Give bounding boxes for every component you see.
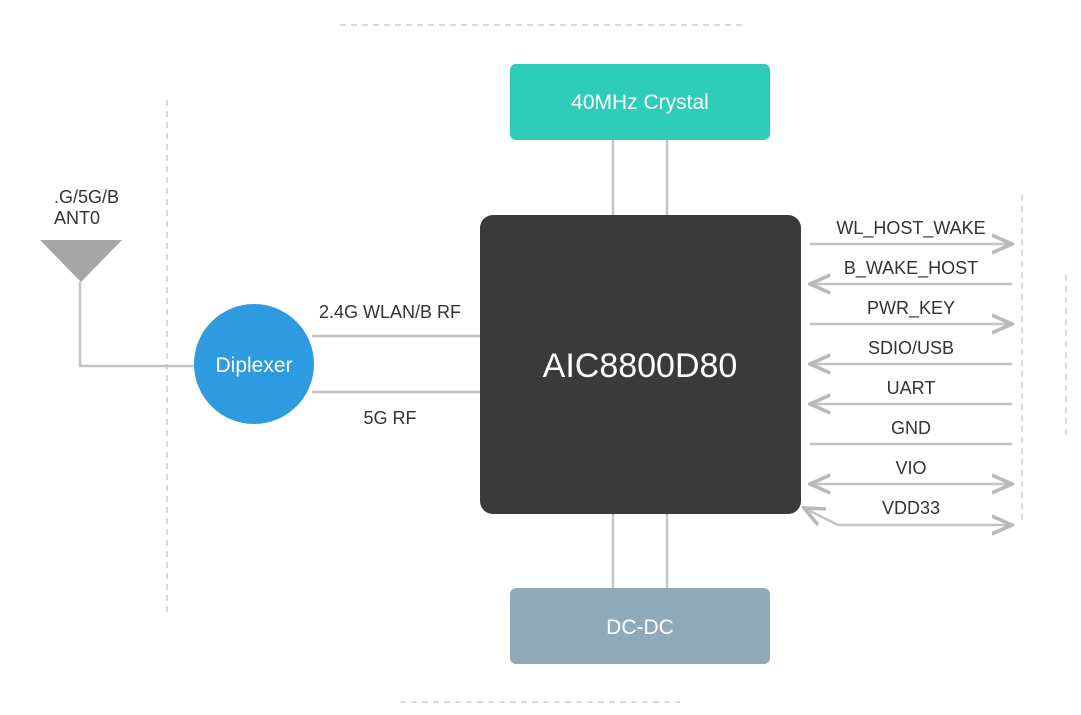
rf-links: 2.4G WLAN/B RF 5G RF xyxy=(312,302,480,428)
chip-label: AIC8800D80 xyxy=(543,347,738,385)
signal-label-b-wake-host: B_WAKE_HOST xyxy=(844,258,978,279)
diplexer-node xyxy=(194,304,314,424)
antenna-label-line2: ANT0 xyxy=(54,208,100,228)
antenna-label-line1: .G/5G/B xyxy=(54,187,119,207)
frame-dashes xyxy=(166,24,1067,703)
dcdc-box xyxy=(510,588,770,664)
signal-label-pwr-key: PWR_KEY xyxy=(867,298,955,319)
crystal: 40MHz Crystal xyxy=(510,64,770,215)
diplexer: Diplexer xyxy=(194,304,314,424)
signal-label-uart: UART xyxy=(887,378,936,398)
crystal-box xyxy=(510,64,770,140)
signal-label-vio: VIO xyxy=(895,458,926,478)
crystal-label: 40MHz Crystal xyxy=(571,91,709,114)
signal-label-wl-host-wake: WL_HOST_WAKE xyxy=(836,218,985,239)
power-supply: DC-DC xyxy=(510,514,770,664)
dcdc-label: DC-DC xyxy=(606,616,674,639)
antenna-feed-line xyxy=(78,282,195,368)
antenna-icon xyxy=(40,240,122,282)
antenna: .G/5G/B ANT0 xyxy=(40,187,195,368)
signal-line-vdd33 xyxy=(804,508,1012,525)
rf-link-5g-label: 5G RF xyxy=(363,408,416,428)
chip: AIC8800D80 xyxy=(480,215,801,514)
diplexer-label: Diplexer xyxy=(215,354,292,377)
signal-label-gnd: GND xyxy=(891,418,931,438)
signal-label-sdio-usb: SDIO/USB xyxy=(868,338,954,358)
rf-link-24g-label: 2.4G WLAN/B RF xyxy=(319,302,461,322)
signal-label-vdd33: VDD33 xyxy=(882,498,940,518)
host-signals: WL_HOST_WAKE B_WAKE_HOST PWR_KEY SDIO/USB UA… xyxy=(804,218,1012,525)
chip-box xyxy=(480,215,801,514)
